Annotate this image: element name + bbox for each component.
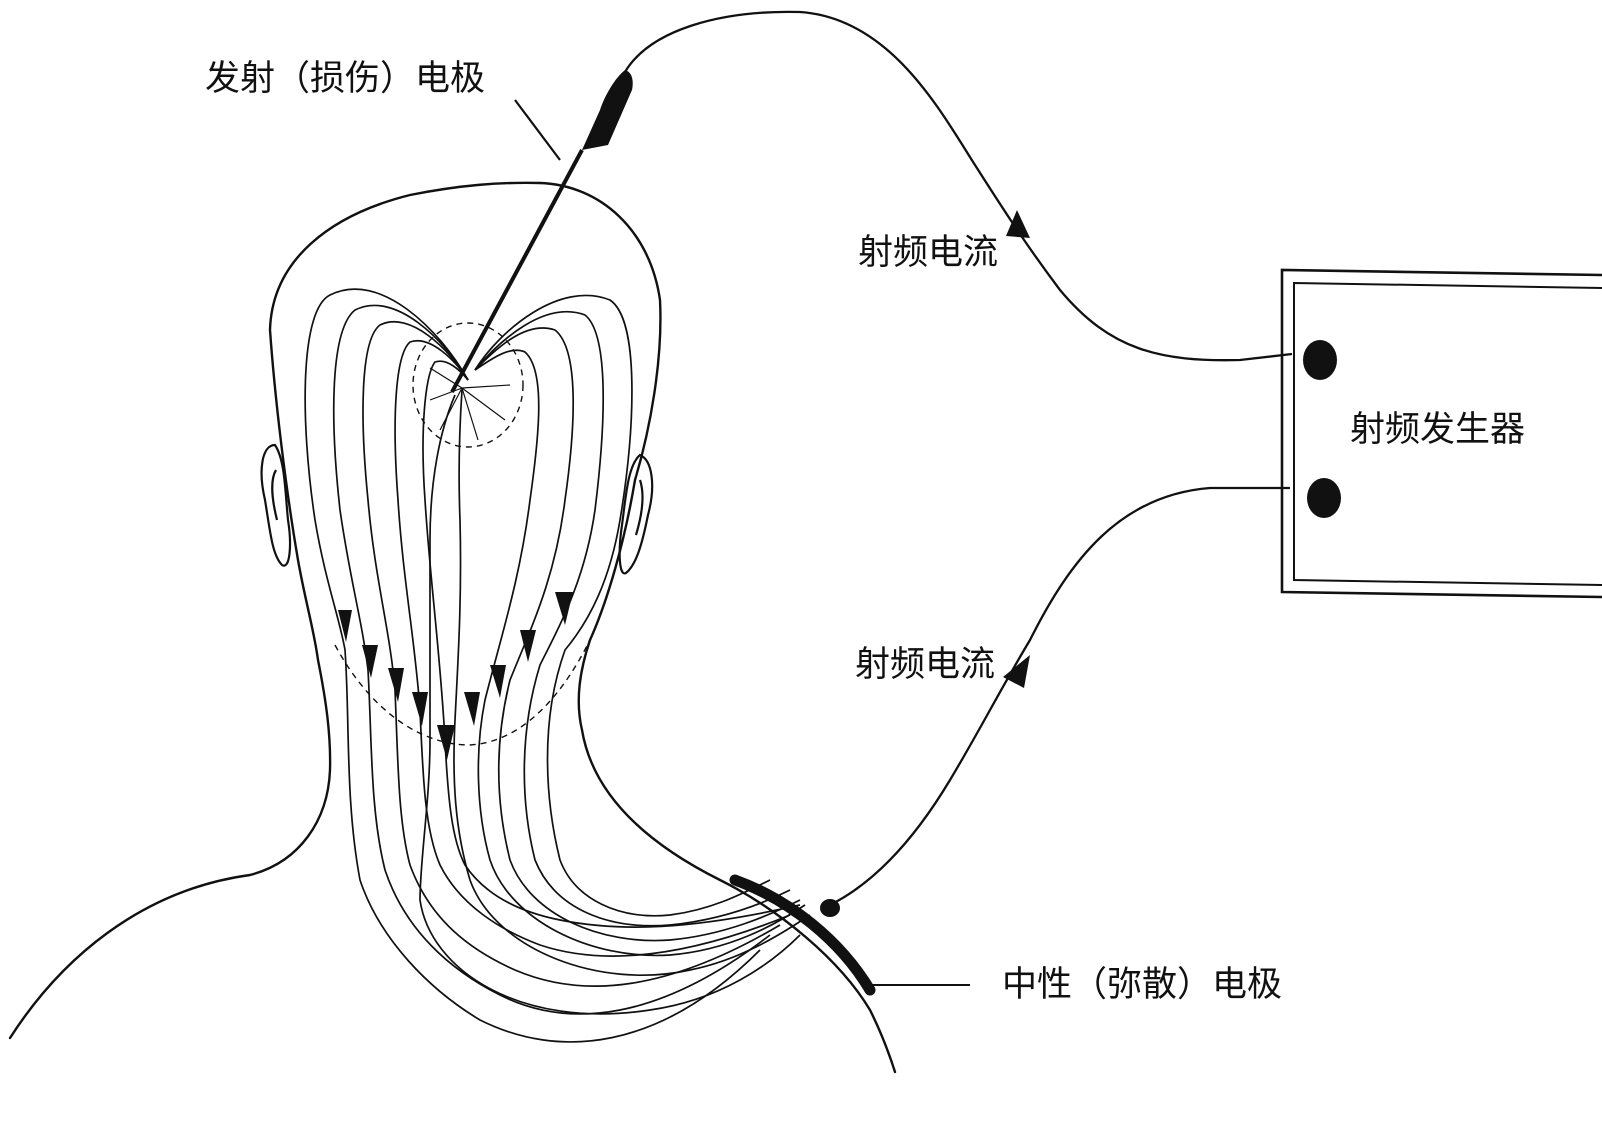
current-arrows <box>338 592 573 760</box>
ear-right <box>618 453 654 575</box>
lesion-zone <box>334 322 591 746</box>
rf-generator-box <box>1280 268 1602 599</box>
active-electrode-label: 发射（损伤）电极 <box>205 59 486 99</box>
rf-wire-bottom <box>829 486 1290 907</box>
rf-wire-top <box>624 10 1293 362</box>
rf-current-label-top: 射频电流 <box>858 233 999 273</box>
ear-left <box>260 443 292 567</box>
rf-generator-label: 射频发生器 <box>1350 410 1526 450</box>
rf-current-label-bottom: 射频电流 <box>855 645 996 685</box>
head-silhouette <box>8 181 897 1074</box>
rf-current-arrow-top <box>1006 210 1030 238</box>
active-electrode <box>450 70 633 393</box>
generator-terminal-bottom <box>1307 478 1341 518</box>
dispersive-electrode-label: 中性（弥散）电极 <box>1002 965 1283 1005</box>
current-field-lines <box>304 288 811 1043</box>
rf-current-arrow-bottom <box>1003 655 1030 688</box>
dispersive-electrode <box>729 874 970 996</box>
lesion-rays <box>429 367 511 441</box>
generator-terminal-top <box>1303 340 1337 380</box>
